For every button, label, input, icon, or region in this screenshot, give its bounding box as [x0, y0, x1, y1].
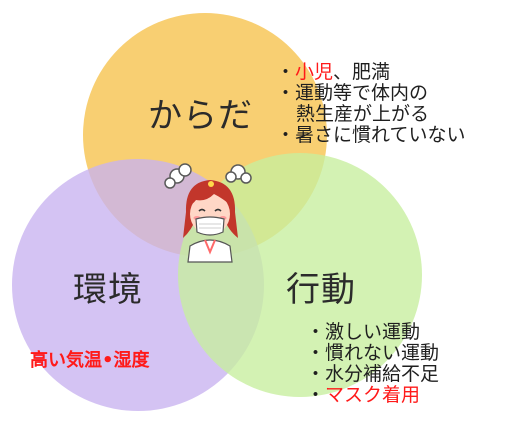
body-notes: ・小児、肥満 ・運動等で体内の 熱生産が上がる ・暑さに慣れていない — [276, 62, 465, 146]
behavior-note-4: ・マスク着用 — [306, 384, 421, 406]
behavior-title: 行動 — [286, 270, 356, 310]
steam-icon — [164, 163, 252, 189]
environment-note: 高い気温•湿度 — [30, 350, 150, 371]
body-note-2: ・運動等で体内の — [276, 82, 429, 104]
body-title: からだ — [148, 96, 253, 136]
behavior-note-2: ・慣れない運動 — [306, 342, 440, 364]
behavior-note-1: ・激しい運動 — [306, 321, 421, 343]
behavior-notes: ・激しい運動 ・慣れない運動 ・水分補給不足 ・マスク着用 — [306, 322, 439, 406]
environment-title: 環境 — [73, 270, 143, 310]
masked-girl-icon — [164, 163, 252, 263]
body-note-3: 熱生産が上がる — [296, 103, 430, 125]
body-note-4: ・暑さに慣れていない — [276, 124, 466, 146]
behavior-note-3: ・水分補給不足 — [306, 363, 440, 385]
mask-icon — [195, 216, 225, 236]
circle-behavior — [178, 153, 422, 397]
body-note-1: ・小児、肥満 — [276, 61, 391, 83]
